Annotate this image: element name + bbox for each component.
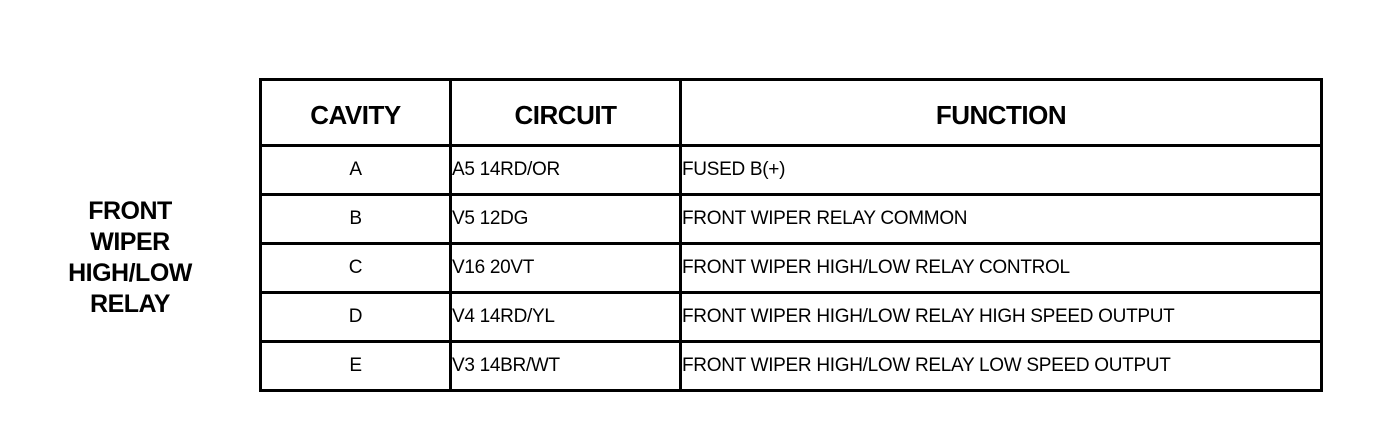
circuit-cell: V5 12DG [449,193,682,245]
function-cell: FRONT WIPER HIGH/LOW RELAY CONTROL [679,242,1323,294]
cavity-cell: C [259,242,452,294]
cavity-cell: D [259,291,452,343]
table-header-row: CAVITY CIRCUIT FUNCTION [259,78,1323,147]
cavity-cell: B [259,193,452,245]
function-cell: FRONT WIPER RELAY COMMON [679,193,1323,245]
function-cell: FRONT WIPER HIGH/LOW RELAY HIGH SPEED OU… [679,291,1323,343]
cavity-cell: E [259,340,452,392]
header-circuit: CIRCUIT [449,78,682,147]
component-label: FRONT WIPER HIGH/LOW RELAY [60,196,200,320]
component-label-line: HIGH/LOW [68,259,192,287]
header-function: FUNCTION [679,78,1323,147]
table-row: D V4 14RD/YL FRONT WIPER HIGH/LOW RELAY … [259,291,1323,343]
header-cavity: CAVITY [259,78,452,147]
table-row: C V16 20VT FRONT WIPER HIGH/LOW RELAY CO… [259,242,1323,294]
circuit-cell: V16 20VT [449,242,682,294]
connector-pinout-table: CAVITY CIRCUIT FUNCTION A A5 14RD/OR FUS… [259,78,1323,392]
component-label-line: RELAY [90,290,170,318]
table-row: A A5 14RD/OR FUSED B(+) [259,144,1323,196]
circuit-cell: A5 14RD/OR [449,144,682,196]
function-cell: FUSED B(+) [679,144,1323,196]
table-row: E V3 14BR/WT FRONT WIPER HIGH/LOW RELAY … [259,340,1323,392]
component-label-line: FRONT [88,197,172,225]
cavity-cell: A [259,144,452,196]
table-row: B V5 12DG FRONT WIPER RELAY COMMON [259,193,1323,245]
function-cell: FRONT WIPER HIGH/LOW RELAY LOW SPEED OUT… [679,340,1323,392]
circuit-cell: V3 14BR/WT [449,340,682,392]
component-label-line: WIPER [90,228,170,256]
circuit-cell: V4 14RD/YL [449,291,682,343]
